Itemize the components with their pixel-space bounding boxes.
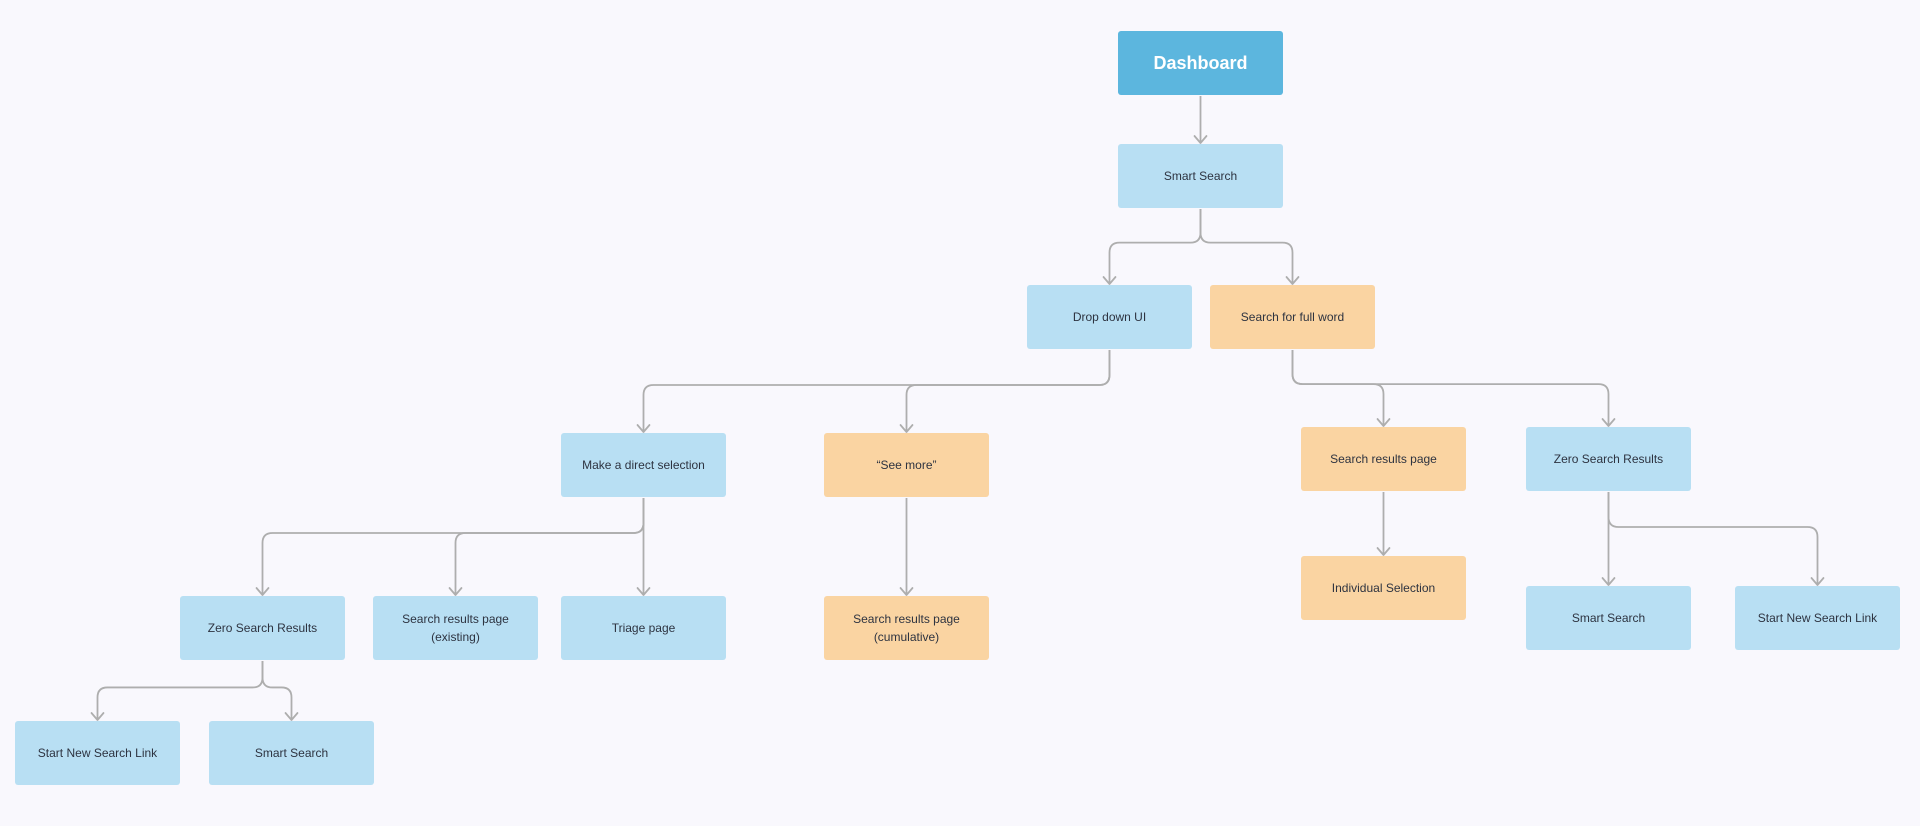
connector-line — [96, 661, 264, 720]
node-smart-search-right: Smart Search — [1526, 586, 1691, 650]
node-label: Drop down UI — [1072, 310, 1147, 324]
node-smart-search: Smart Search — [1118, 144, 1283, 208]
node-search-results-page: Search results page — [1301, 427, 1466, 491]
node-zero-search-results-right: Zero Search Results — [1526, 427, 1691, 491]
node-start-new-search-link-right: Start New Search Link — [1735, 586, 1900, 650]
arrowhead — [1601, 577, 1616, 586]
connector-line — [1291, 350, 1610, 426]
node-label: Start New Search Link — [37, 746, 158, 760]
node-label: Smart Search — [254, 746, 329, 760]
node-label: Make a direct selection — [582, 458, 705, 472]
arrowhead — [1193, 135, 1208, 144]
node-see-more: “See more” — [824, 433, 989, 497]
node-label: Start New Search Link — [1757, 611, 1878, 625]
connector-line — [1199, 209, 1294, 284]
connector-line — [1607, 492, 1819, 585]
connector-line — [1108, 209, 1202, 284]
node-label: Search results page (cumulative) — [853, 612, 960, 644]
arrowhead — [899, 424, 914, 433]
arrowhead — [255, 587, 270, 596]
node-label: Zero Search Results — [207, 621, 318, 635]
connector-line — [1291, 350, 1385, 426]
arrowhead — [1285, 276, 1300, 285]
node-dashboard: Dashboard — [1118, 31, 1283, 95]
arrowhead — [636, 424, 651, 433]
node-label: Search results page (existing) — [402, 612, 509, 644]
node-label: Dashboard — [1153, 53, 1248, 73]
node-label: Smart Search — [1163, 169, 1238, 183]
node-individual-selection: Individual Selection — [1301, 556, 1466, 620]
node-label: Individual Selection — [1331, 581, 1436, 595]
arrowhead — [1376, 547, 1391, 556]
node-label: Zero Search Results — [1553, 452, 1664, 466]
node-label: Smart Search — [1571, 611, 1646, 625]
node-start-new-search-link-left: Start New Search Link — [15, 721, 180, 785]
arrowhead — [448, 587, 463, 596]
node-triage-page: Triage page — [561, 596, 726, 660]
node-search-for-full-word: Search for full word — [1210, 285, 1375, 349]
node-drop-down-ui: Drop down UI — [1027, 285, 1192, 349]
node-label: “See more” — [876, 458, 937, 472]
node-label: Search results page — [1330, 452, 1437, 466]
arrowhead — [899, 587, 914, 596]
node-label: Triage page — [611, 621, 676, 635]
connector-line — [905, 350, 1111, 432]
node-make-direct-selection: Make a direct selection — [561, 433, 726, 497]
arrowhead — [636, 587, 651, 596]
connector-line — [454, 498, 645, 595]
arrowhead — [284, 712, 299, 721]
arrowhead — [1376, 418, 1391, 427]
node-search-results-existing: Search results page (existing) — [373, 596, 538, 660]
arrowhead — [90, 712, 105, 721]
connector-line — [261, 661, 293, 720]
node-zero-search-results-left: Zero Search Results — [180, 596, 345, 660]
arrowhead — [1810, 577, 1825, 586]
arrowhead — [1102, 276, 1117, 285]
node-search-results-cumulative: Search results page (cumulative) — [824, 596, 989, 660]
arrowhead — [1601, 418, 1616, 427]
connector-line — [642, 350, 1111, 432]
node-label: Search for full word — [1240, 310, 1345, 324]
connector-line — [261, 498, 645, 595]
node-smart-search-left: Smart Search — [209, 721, 374, 785]
